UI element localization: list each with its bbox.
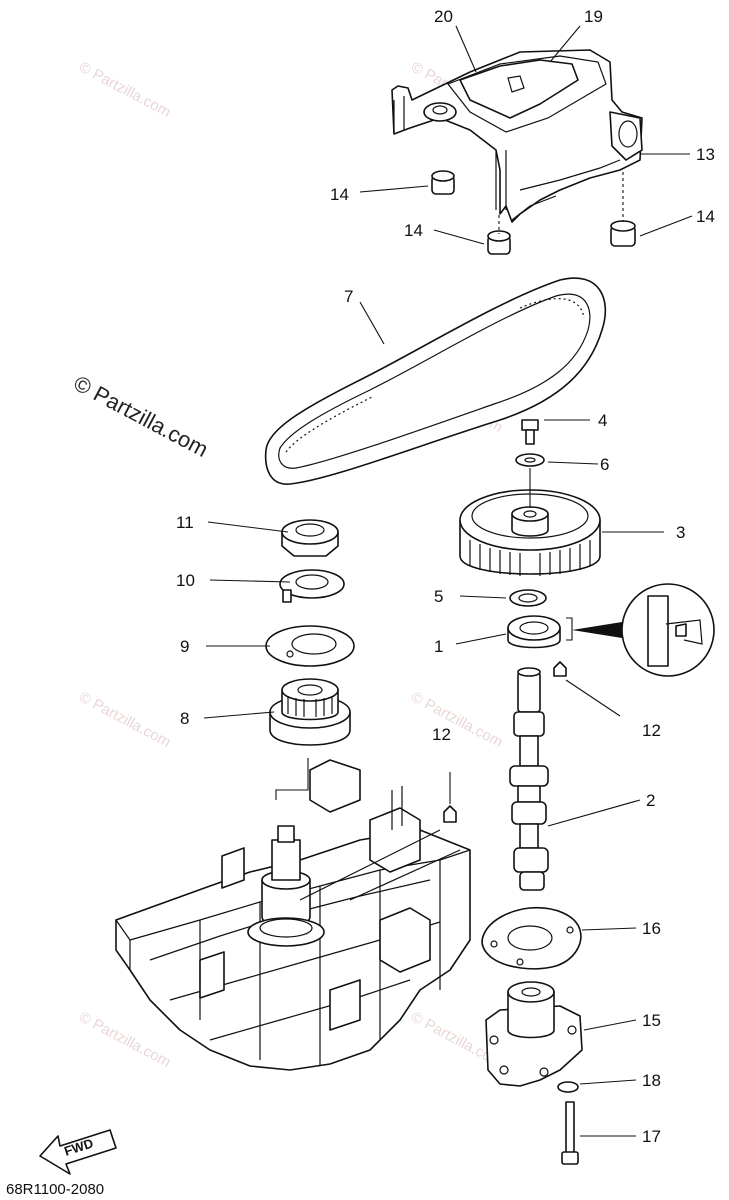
camshaft-pulley <box>459 468 601 576</box>
lock-washer <box>279 569 345 603</box>
diagram-code: 68R1100-2080 <box>6 1181 104 1198</box>
detail-inset <box>621 583 715 677</box>
callout-13: 13 <box>696 145 715 164</box>
plate <box>265 625 355 667</box>
callout-10: 10 <box>176 571 195 590</box>
camshaft <box>509 667 549 891</box>
oil-pump <box>485 981 583 1087</box>
callout-12: 12 <box>642 721 661 740</box>
callout-14: 14 <box>696 207 715 226</box>
callout-20: 20 <box>434 7 453 26</box>
callout-3: 3 <box>676 523 685 542</box>
callout-2: 2 <box>646 791 655 810</box>
forward-arrow-icon: FWD <box>39 1129 117 1175</box>
woodruff-key <box>443 805 457 823</box>
crankshaft-sprocket <box>269 678 351 746</box>
gasket <box>481 906 582 970</box>
washer <box>509 589 547 607</box>
grommet <box>610 220 636 247</box>
callout-1: 1 <box>434 637 443 656</box>
callout-14: 14 <box>330 185 349 204</box>
callout-9: 9 <box>180 637 189 656</box>
watermark-main: © Partzilla.com <box>70 370 213 462</box>
bolt <box>521 419 539 445</box>
grommet <box>431 170 455 195</box>
callout-5: 5 <box>434 587 443 606</box>
callout-18: 18 <box>642 1071 661 1090</box>
washer <box>515 453 545 467</box>
callout-15: 15 <box>642 1011 661 1030</box>
watermark: © Partzilla.com <box>76 59 173 121</box>
woodruff-key <box>553 661 567 677</box>
detail-pointer <box>572 622 622 638</box>
grommet <box>487 230 511 255</box>
nut <box>281 519 339 557</box>
bolt <box>561 1101 579 1165</box>
callout-12: 12 <box>432 725 451 744</box>
watermark: © Partzilla.com <box>408 689 505 751</box>
engine-block <box>115 759 471 1071</box>
callout-6: 6 <box>600 455 609 474</box>
callout-17: 17 <box>642 1127 661 1146</box>
washer <box>557 1081 579 1093</box>
callout-14: 14 <box>404 221 423 240</box>
timing-belt <box>264 277 607 485</box>
oil-seal <box>507 615 561 649</box>
callout-16: 16 <box>642 919 661 938</box>
callout-labels: 20 19 13 14 14 14 7 4 6 3 5 1 11 10 9 8 … <box>176 7 715 1146</box>
callout-11: 11 <box>176 513 194 532</box>
timing-belt-cover <box>391 49 643 223</box>
callout-7: 7 <box>344 287 353 306</box>
callout-4: 4 <box>598 411 607 430</box>
watermark: © Partzilla.com <box>76 689 173 751</box>
callout-19: 19 <box>584 7 603 26</box>
leader-lines <box>203 25 693 1137</box>
callout-8: 8 <box>180 709 189 728</box>
watermark: © Partzilla.com <box>76 1009 173 1071</box>
